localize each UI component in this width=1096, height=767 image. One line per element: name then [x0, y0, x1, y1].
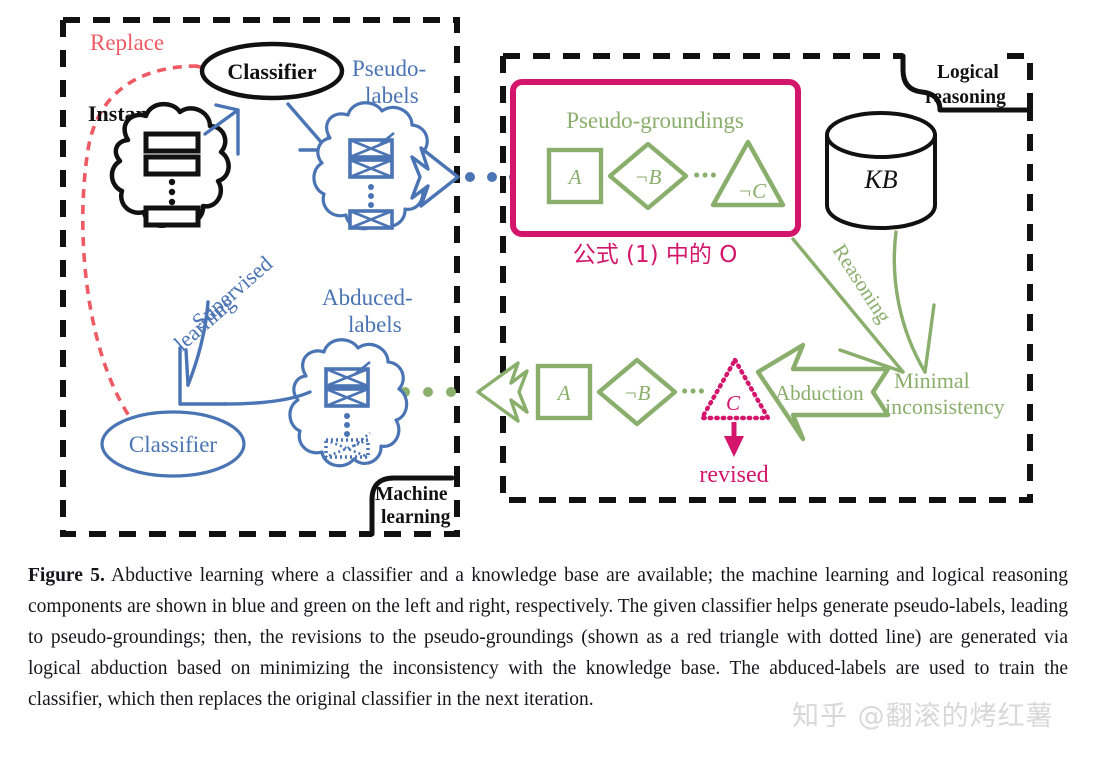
classifier-bottom[interactable]: Classifier	[100, 410, 246, 478]
classifier-bottom-label: Classifier	[129, 432, 217, 457]
classifier-top-ellipse[interactable]	[199, 41, 345, 101]
instance-item	[143, 131, 201, 154]
abduced-label-box	[324, 387, 370, 408]
kb-label: KB	[863, 165, 897, 194]
instance-item	[143, 205, 201, 228]
abduced-label-box-revised	[324, 431, 371, 459]
classifier-top-label: Classifier	[227, 59, 316, 84]
reasoning-flow: Reasoning	[791, 230, 936, 374]
figure-caption-label: Figure 5.	[28, 565, 105, 586]
minimal-inconsistency-line2: inconsistency	[885, 394, 1005, 419]
abduced-atom-A: A	[556, 381, 571, 405]
flow-dot	[423, 387, 433, 397]
flow-dot	[465, 172, 475, 182]
figure-caption: Figure 5. Abductive learning where a cla…	[28, 560, 1068, 715]
abduced-atom-C: C	[726, 391, 741, 415]
supervised-learning-flow: Supervised learning	[169, 251, 312, 406]
machine-learning-label-line2: learning	[381, 507, 451, 528]
abduced-labels-label-line1: Abduced-	[322, 285, 413, 310]
abductive-learning-diagram: Machine learning Logical reasoning Repla…	[60, 17, 1033, 537]
flow-dot	[487, 172, 497, 182]
grounding-shape-diamond: ¬B	[607, 141, 689, 211]
reasoning-label: Reasoning	[828, 240, 897, 328]
pseudo-groundings-box: Pseudo-groundings A ¬B ••• ¬C 公式 (1) 中的 …	[510, 79, 801, 268]
abduced-shape-diamond: ¬B	[596, 357, 678, 427]
abduced-groundings-row: A ¬B ••• C revised	[535, 357, 771, 488]
replace-feedback-arrow: Replace	[80, 30, 222, 452]
pseudo-labels-cloud	[312, 101, 433, 231]
kb-cylinder-top	[825, 111, 937, 159]
abduced-shape-square: A	[535, 363, 593, 421]
instance-item	[143, 154, 201, 177]
abduced-labels-label-line2: labels	[348, 312, 402, 337]
abduced-ellipsis: •••	[681, 379, 706, 403]
revised-label: revised	[699, 462, 768, 488]
logical-reasoning-label-line1: Logical	[937, 62, 999, 83]
knowledge-base-cylinder: KB	[825, 111, 937, 231]
logical-reasoning-panel: Logical reasoning	[500, 53, 1033, 503]
groundings-to-abduced-labels-arrow	[400, 361, 529, 423]
replace-label: Replace	[90, 30, 164, 55]
abduced-shape-triangle-revision: C	[699, 357, 771, 421]
pseudo-label-box	[348, 209, 394, 230]
grounding-atom-A: A	[567, 165, 582, 189]
minimal-inconsistency-line1: Minimal	[894, 368, 970, 393]
grounding-atom-notC: ¬C	[738, 179, 767, 203]
formula-caption: 公式 (1) 中的 O	[573, 242, 738, 268]
machine-learning-label-line1: Machine	[375, 484, 448, 505]
classifier-bottom-ellipse[interactable]	[100, 410, 246, 478]
grounding-shape-square: A	[546, 147, 604, 205]
pseudo-labels-label-line1: Pseudo-	[352, 56, 426, 81]
machine-learning-panel: Machine learning	[60, 17, 460, 537]
figure-caption-text: Abductive learning where a classifier an…	[28, 565, 1069, 710]
revised-arrow	[724, 422, 744, 457]
flow-dot	[446, 387, 456, 397]
pseudo-label-box	[348, 131, 395, 159]
pseudo-label-box	[348, 158, 394, 179]
instances-to-classifier-arrow	[203, 103, 240, 156]
grounding-ellipsis: •••	[693, 163, 718, 187]
pseudo-groundings-title: Pseudo-groundings	[566, 108, 744, 133]
abduced-labels-cloud	[288, 338, 409, 468]
grounding-atom-notB: ¬B	[635, 165, 662, 189]
abduction-label: Abduction	[775, 381, 864, 405]
classifier-top[interactable]: Classifier	[199, 41, 345, 101]
logical-reasoning-label-line2: reasoning	[925, 87, 1006, 108]
abduction-arrow: Abduction	[755, 342, 891, 442]
abduced-label-box	[324, 360, 371, 388]
instances-cloud	[109, 102, 231, 228]
abduced-atom-notB: ¬B	[624, 381, 651, 405]
grounding-shape-triangle: ¬C	[710, 139, 786, 208]
